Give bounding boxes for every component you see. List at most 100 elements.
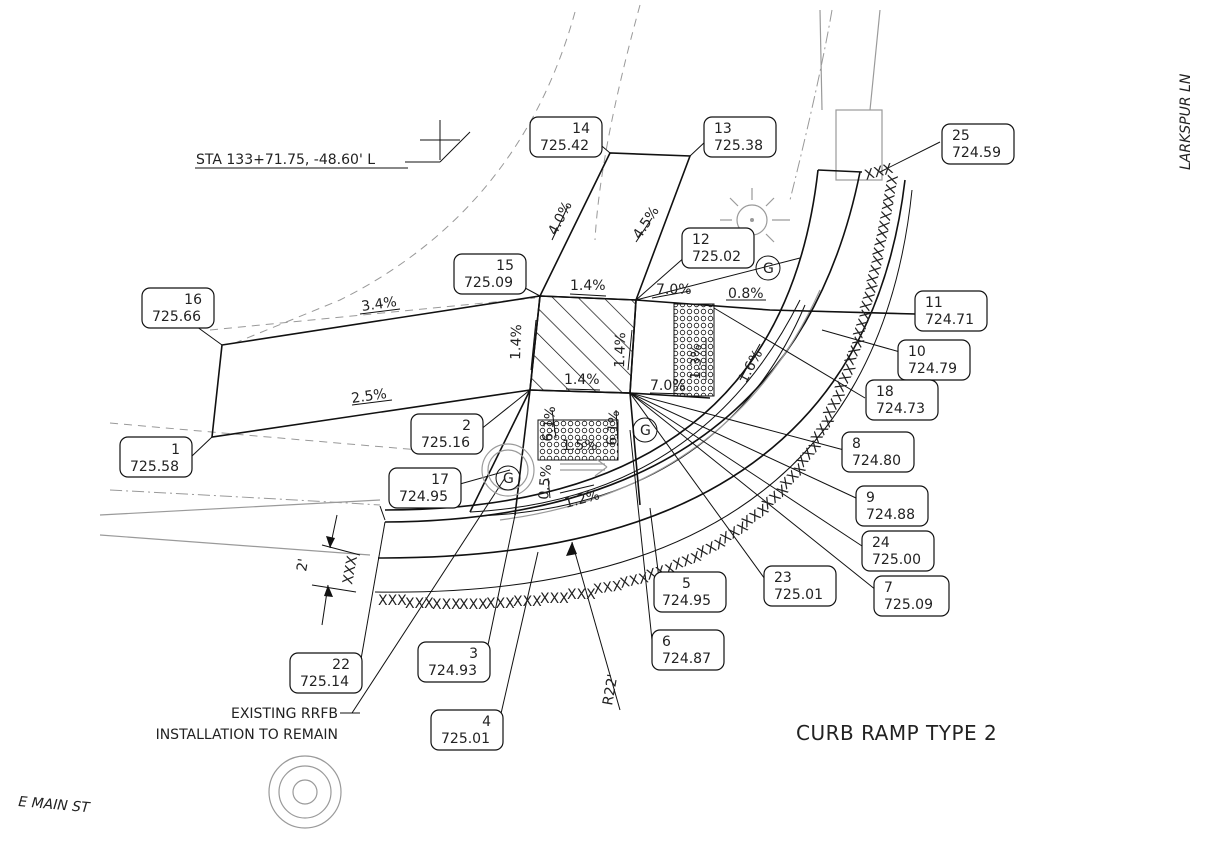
point-id: 18 (876, 384, 894, 400)
point-label-3: 3 724.93 (417, 641, 491, 683)
point-id: 24 (872, 535, 890, 551)
point-elevation: 725.01 (774, 587, 823, 603)
point-elevation: 724.79 (908, 361, 957, 377)
point-elevation: 725.01 (441, 731, 490, 747)
point-elevation: 724.95 (662, 593, 711, 609)
hatch-text: XXX (540, 591, 569, 607)
point-id: 15 (496, 258, 514, 274)
slope-label: 1.4% (508, 324, 525, 360)
point-label-8: 8 724.80 (841, 431, 915, 473)
point-id: 7 (884, 580, 893, 596)
point-label-22: 22 725.14 (289, 652, 363, 694)
slope-label: 1.6% (735, 347, 766, 386)
note-line-1: EXISTING RRFB (231, 706, 338, 722)
point-id: 10 (908, 344, 926, 360)
point-labels: 1 725.58 2 725.16 3 724.93 4 725.01 5 72… (119, 116, 1015, 751)
note-line-2: INSTALLATION TO REMAIN (156, 727, 338, 743)
point-label-14: 14 725.42 (529, 116, 603, 158)
gutter-marker-text: G (503, 471, 514, 487)
point-label-24: 24 725.00 (861, 530, 935, 572)
street-name-larkspur: LARKSPUR LN (1178, 73, 1194, 170)
slope-label: 0.5% (536, 464, 555, 501)
point-id: 4 (482, 714, 491, 730)
point-label-23: 23 725.01 (763, 565, 837, 607)
hatch-text: XXX (513, 594, 542, 610)
slope-arrows (351, 205, 766, 499)
point-id: 8 (852, 436, 861, 452)
point-elevation: 725.09 (464, 275, 513, 291)
point-id: 1 (171, 442, 180, 458)
point-id: 5 (682, 576, 691, 592)
slope-label: 2.5% (350, 386, 387, 407)
point-id: 6 (662, 634, 671, 650)
hatch-text: XXX (592, 578, 623, 598)
point-id: 3 (469, 646, 478, 662)
hatch-text: XXX (863, 161, 895, 184)
gutter-markers: G G G (495, 255, 781, 491)
point-id: 22 (332, 657, 350, 673)
point-elevation: 725.02 (692, 249, 741, 265)
hatch-text: XXX (378, 593, 407, 609)
point-label-12: 12 725.02 (681, 227, 755, 269)
slope-label: 6.1% (604, 410, 623, 447)
hatch-text: XXX (876, 200, 897, 232)
point-elevation: 725.16 (421, 435, 470, 451)
hatch-text: XXX (881, 173, 902, 205)
point-elevation: 724.80 (852, 453, 901, 469)
point-elevation: 725.42 (540, 138, 589, 154)
point-id: 11 (925, 295, 943, 311)
hatch-text: XXX (486, 596, 515, 612)
slope-labels: 3.4% 2.5% 1.4% 1.4% 1.4% 1.4% 4.0% 4.5% … (350, 199, 766, 512)
point-label-9: 9 724.88 (855, 485, 929, 527)
hatch-text: XXX (864, 254, 887, 286)
point-label-25: 25 724.59 (941, 123, 1015, 165)
point-label-5: 5 724.95 (653, 571, 727, 613)
point-label-13: 13 725.38 (703, 116, 777, 158)
station-mark (195, 120, 460, 169)
point-elevation: 724.87 (662, 651, 711, 667)
point-elevation: 724.71 (925, 312, 974, 328)
point-elevation: 724.73 (876, 401, 925, 417)
point-label-18: 18 724.73 (865, 379, 939, 421)
point-elevation: 725.38 (714, 138, 763, 154)
hatch-text: XXX (405, 596, 434, 612)
hatch-text: XXX (567, 587, 596, 603)
slope-label: 7.0% (656, 282, 692, 298)
street-name-main: E MAIN ST (18, 794, 92, 816)
slope-label: 3.4% (360, 294, 397, 315)
radius-label: R22' (600, 673, 621, 707)
hatch-text: XXX (432, 597, 461, 613)
point-label-10: 10 724.79 (897, 339, 971, 381)
station-label: STA 133+71.75, -48.60' L (196, 152, 375, 168)
gutter-marker-text: G (763, 261, 774, 277)
point-elevation: 725.58 (130, 459, 179, 475)
point-elevation: 724.88 (866, 507, 915, 523)
leader-lines (181, 131, 941, 719)
dimension-text: 2' (294, 557, 312, 572)
point-id: 17 (431, 472, 449, 488)
point-label-1: 1 725.58 (119, 436, 193, 478)
point-id: 13 (714, 121, 732, 137)
dimension-2ft: 2' (294, 514, 361, 626)
point-id: 25 (952, 128, 970, 144)
point-label-2: 2 725.16 (410, 413, 484, 455)
slope-label: 1.4% (612, 332, 629, 368)
detectable-warning-south (537, 419, 619, 461)
slope-label: 1.4% (570, 278, 606, 294)
slope-label: 0.8% (728, 286, 764, 302)
point-elevation: 725.14 (300, 674, 349, 690)
gutter-marker-text: G (640, 423, 651, 439)
hatch-text: XXX (619, 570, 651, 592)
existing-dashed-lines (99, 4, 883, 556)
slope-label: 7.0% (650, 378, 686, 394)
point-id: 23 (774, 570, 792, 586)
point-label-17: 17 724.95 (388, 467, 462, 509)
point-elevation: 724.59 (952, 145, 1001, 161)
point-label-7: 7 725.09 (873, 575, 950, 617)
slope-label: 6.1% (540, 406, 559, 443)
rrfb-symbol (268, 443, 535, 829)
point-label-11: 11 724.71 (914, 290, 988, 332)
point-id: 9 (866, 490, 875, 506)
